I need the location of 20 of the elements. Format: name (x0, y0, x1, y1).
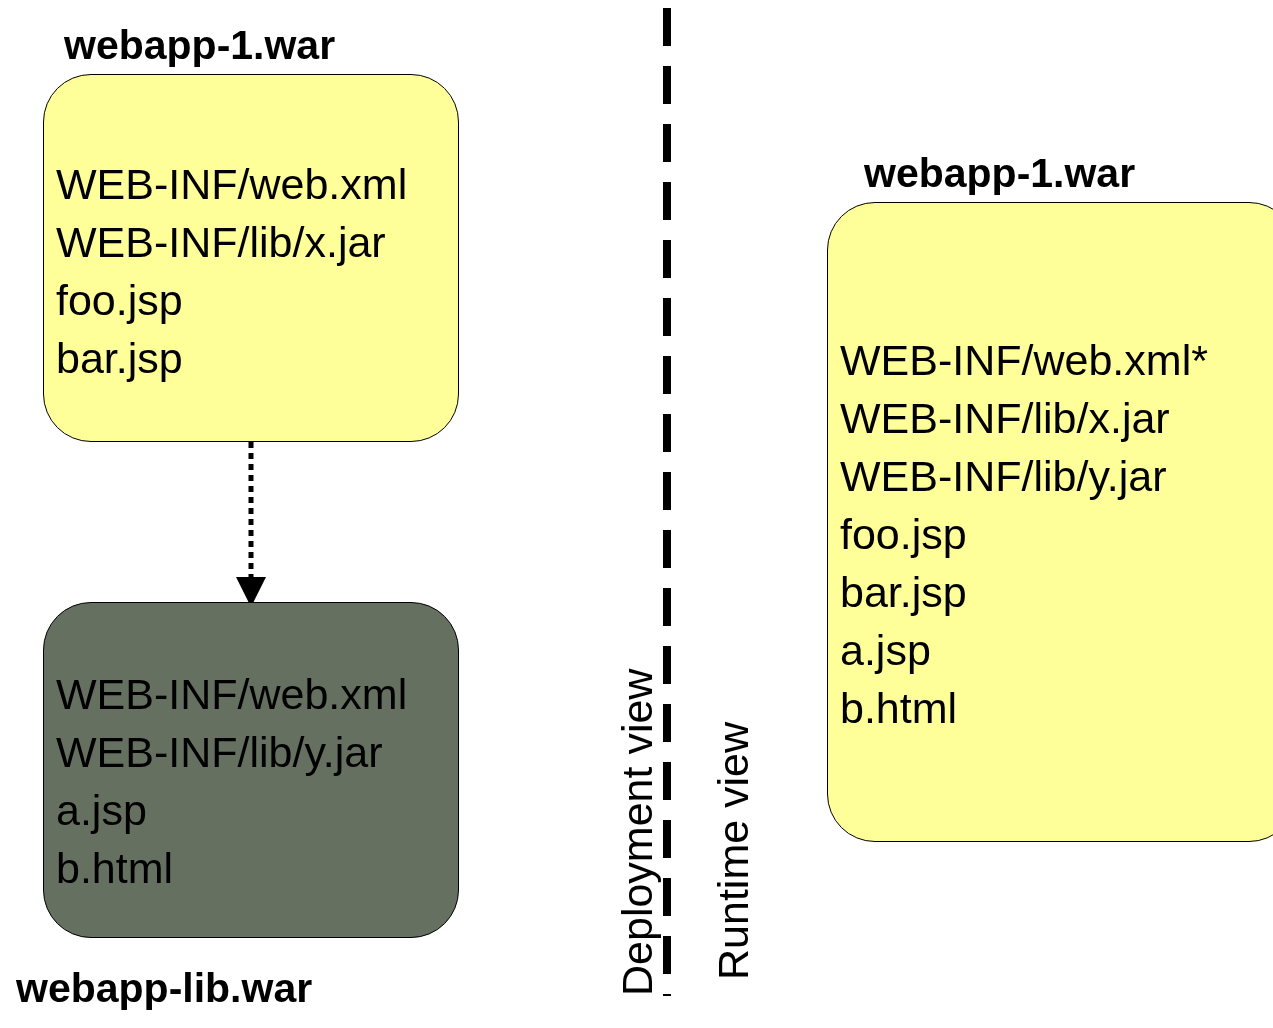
file-path: WEB-INF/lib/y.jar (56, 727, 384, 778)
archive-title: webapp-1.war (64, 25, 336, 66)
file-path: a.jsp (56, 785, 148, 836)
file-path: WEB-INF/web.xml* (840, 335, 1208, 386)
file-path: b.html (56, 843, 175, 894)
view-label: Deployment view (616, 668, 659, 996)
file-path: b.html (840, 683, 959, 734)
file-path: foo.jsp (840, 509, 968, 560)
file-path: a.jsp (840, 625, 932, 676)
file-path: bar.jsp (56, 333, 184, 384)
file-path: WEB-INF/web.xml (56, 669, 408, 720)
file-path: WEB-INF/lib/y.jar (840, 451, 1168, 502)
file-path: WEB-INF/lib/x.jar (56, 217, 387, 268)
file-path: WEB-INF/lib/x.jar (840, 393, 1171, 444)
file-path: WEB-INF/web.xml (56, 159, 408, 210)
archive-title: webapp-1.war (864, 153, 1136, 194)
file-path: bar.jsp (840, 567, 968, 618)
archive-title: webapp-lib.war (16, 968, 313, 1009)
file-path: foo.jsp (56, 275, 184, 326)
view-label: Runtime view (712, 721, 755, 980)
